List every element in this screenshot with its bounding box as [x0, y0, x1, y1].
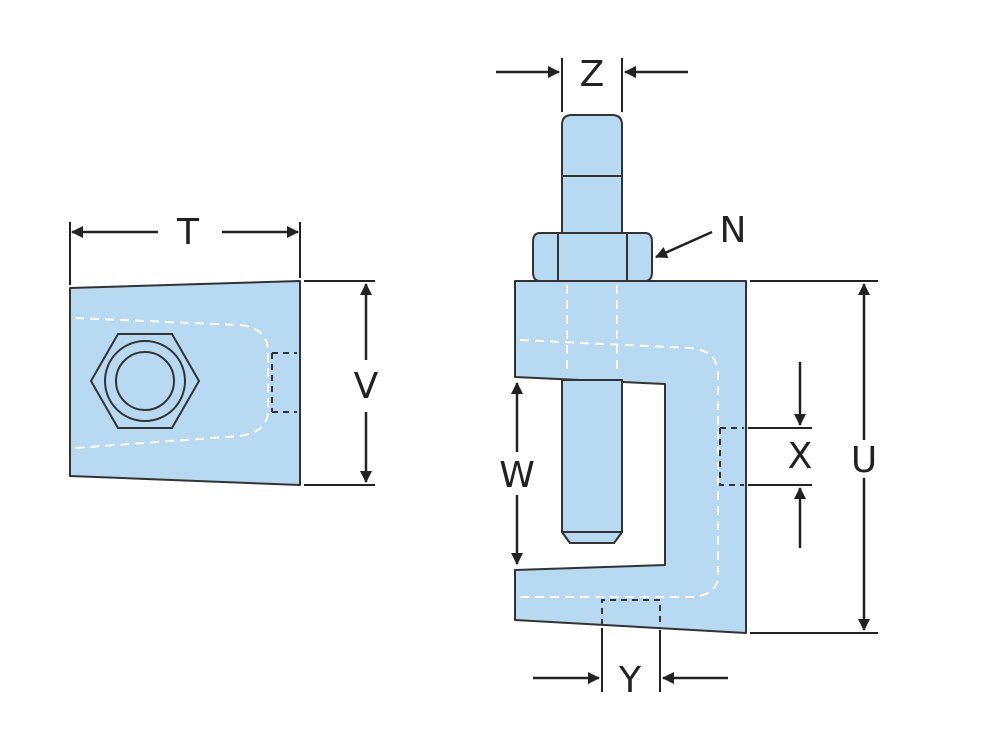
- label-t: T: [176, 212, 200, 253]
- dimension-n: N: [655, 210, 747, 259]
- threaded-rod-lower: [561, 379, 623, 533]
- label-x: X: [788, 436, 813, 477]
- label-z: Z: [580, 54, 605, 95]
- front-view: [514, 114, 747, 634]
- rod-end-circle: [115, 351, 175, 411]
- clamp-body: [514, 280, 747, 634]
- dimension-v: V: [304, 280, 379, 486]
- front-view-hidden-outline: [519, 339, 719, 598]
- dimension-u: U: [750, 280, 878, 634]
- dimension-x: X: [748, 362, 812, 548]
- label-y: Y: [618, 660, 642, 701]
- dimension-t: T: [69, 212, 301, 285]
- washer-ring: [104, 340, 186, 422]
- hex-nut: [532, 232, 653, 282]
- dimension-z: Z: [496, 54, 688, 112]
- dimension-w: W: [499, 382, 535, 565]
- side-view-hidden-slot: [271, 352, 297, 413]
- label-n: N: [720, 210, 747, 251]
- label-w: W: [499, 455, 535, 496]
- dimension-y: Y: [533, 628, 728, 701]
- front-view-hidden-slot-x: [719, 427, 744, 486]
- rod-hidden-lines: [566, 285, 618, 375]
- label-u: U: [851, 440, 877, 481]
- side-view: [69, 280, 301, 486]
- label-v: V: [354, 366, 379, 407]
- hex-nut-outline: [89, 333, 201, 429]
- rod-tip: [561, 531, 623, 544]
- front-view-hidden-slot-y: [601, 599, 661, 628]
